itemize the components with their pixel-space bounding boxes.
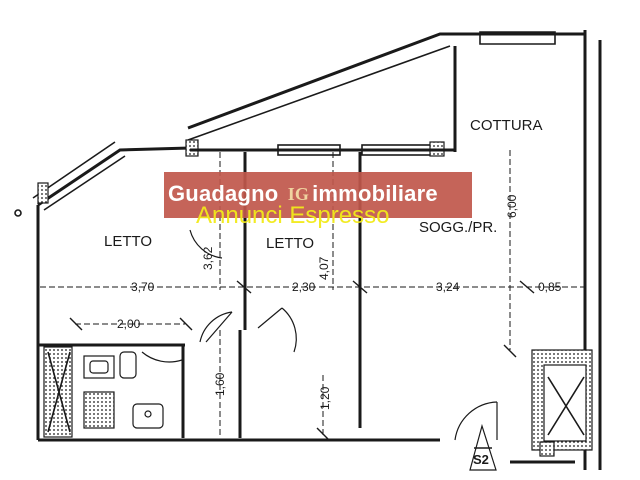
room-label-letto-mid: LETTO xyxy=(266,235,314,252)
dim-label-h-hall: 1,60 xyxy=(213,372,227,396)
stair-badge-label: S2 xyxy=(473,452,489,467)
dim-label-w-closet: 0,85 xyxy=(538,280,562,294)
doors xyxy=(141,229,498,441)
watermark-title-left: Guadagno xyxy=(168,181,279,206)
watermark-logo: IG xyxy=(287,184,310,204)
dim-label-h-letto-left: 3,62 xyxy=(201,246,215,270)
watermark-banner xyxy=(164,172,472,218)
dim-label-w-bath: 2,00 xyxy=(117,317,141,331)
top-windows xyxy=(37,139,455,204)
watermark-title-right: immobiliare xyxy=(312,181,438,206)
dim-label-w-letto-left: 3,70 xyxy=(131,280,155,294)
bathroom xyxy=(43,346,164,438)
dim-label-w-soggiorno: 3,24 xyxy=(436,280,460,294)
dim-label-h-door: 1,20 xyxy=(318,386,332,410)
exterior-walls xyxy=(32,30,602,470)
room-label-soggiorno: SOGG./PR. xyxy=(419,219,497,236)
dim-label-w-letto-mid: 2,30 xyxy=(292,280,316,294)
left-wall-marker xyxy=(14,209,22,217)
room-label-cottura: COTTURA xyxy=(470,117,543,134)
dim-label-h-soggiorno: 6,00 xyxy=(505,194,519,218)
room-label-letto-left: LETTO xyxy=(104,233,152,250)
dim-label-h-letto-mid: 4,07 xyxy=(317,256,331,280)
stair-badge: S2 xyxy=(469,423,497,471)
lift-shaft xyxy=(531,349,593,457)
watermark-subtitle: Annunci Espresso xyxy=(196,202,390,229)
